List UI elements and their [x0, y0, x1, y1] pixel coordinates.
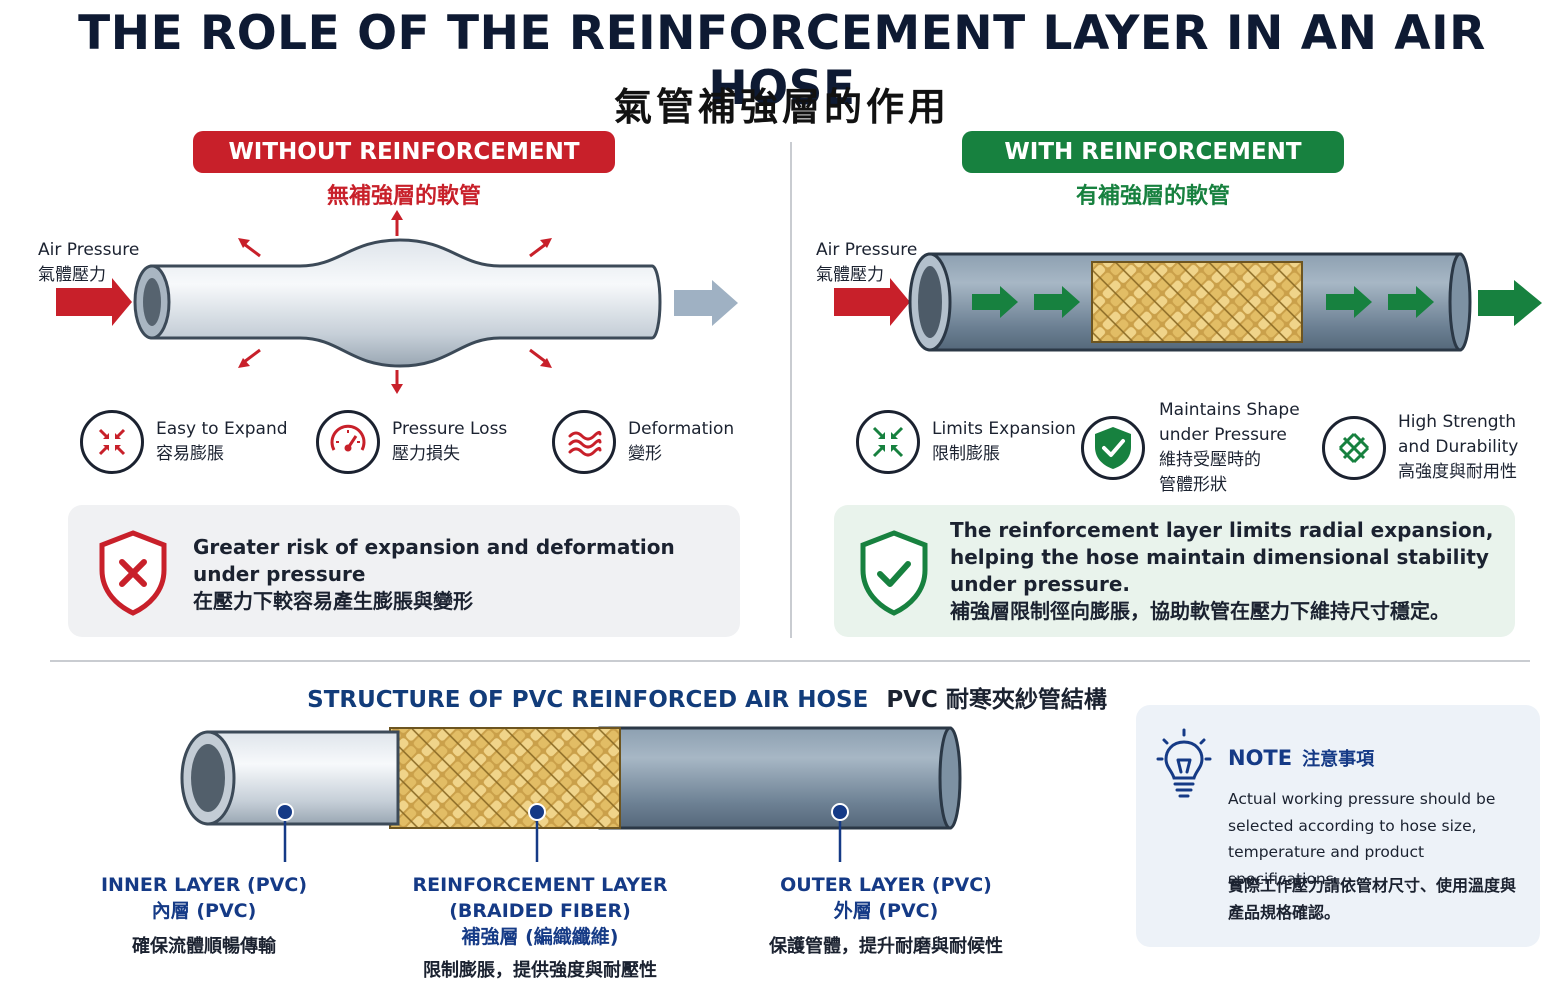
braid-icon [1322, 415, 1386, 480]
output-arrow-green [1478, 280, 1542, 326]
unreinforced-hose-illustration [56, 210, 738, 394]
vertical-divider [790, 142, 792, 638]
shield-checkmark-icon [860, 530, 928, 616]
without-reinforcement-badge: WITHOUT REINFORCEMENT LAYER [193, 131, 615, 207]
expand-arrows-icon [80, 410, 144, 474]
air-pressure-arrow-right [834, 278, 910, 326]
reinforced-hose-illustration [834, 252, 1542, 352]
braid-layer-section [389, 727, 621, 829]
outer-layer-section [598, 726, 952, 830]
with-reinforcement-summary-panel [834, 505, 1515, 637]
with-reinforcement-badge: WITH REINFORCEMENT LAYER [962, 131, 1344, 207]
page-subtitle: 氣管補強層的作用 [613, 85, 950, 129]
output-arrow-grey [674, 280, 738, 326]
feature-maintains-shape: Maintains Shape under Pressure 維持受壓時的 管體… [1081, 398, 1300, 498]
contract-arrows-icon [856, 410, 920, 474]
without-reinforcement-summary-panel [68, 505, 740, 637]
note-body-zh: 實際工作壓力請依管材尺寸、使用溫度與產品規格確認。 [1228, 876, 1517, 922]
without-reinforcement-summary-text: Greater risk of expansion and deformatio… [193, 535, 675, 613]
horizontal-divider [50, 660, 1530, 662]
left-air-pressure-label: Air Pressure 氣體壓力 [38, 240, 140, 285]
inner-layer-section [206, 730, 400, 826]
hose-structure-illustration [180, 726, 962, 862]
note-panel [1136, 705, 1540, 947]
with-reinforcement-badge-zh: 有補強層的軟管 [1075, 184, 1230, 209]
lightbulb-icon [1156, 728, 1212, 798]
outer-layer-label: OUTER LAYER (PVC) 外層 (PVC) 保護管體，提升耐磨與耐候性 [769, 874, 1003, 957]
feature-high-strength: High Strength and Durability 高強度與耐用性 [1322, 410, 1518, 485]
bulging-hose-body [150, 238, 662, 368]
with-reinforcement-summary-text: The reinforcement layer limits radial ex… [950, 518, 1494, 623]
inner-layer-label: INNER LAYER (PVC) 內層 (PVC) 確保流體順暢傳輸 [100, 874, 307, 957]
shield-check-icon [1081, 416, 1145, 480]
reinforcement-layer-label: REINFORCEMENT LAYER (BRAIDED FIBER) 補強層 … [412, 874, 668, 981]
air-pressure-arrow-left [56, 278, 132, 326]
shield-x-icon [99, 530, 167, 616]
note-body: Actual working pressure should be select… [1228, 790, 1496, 888]
wave-icon [552, 410, 616, 474]
page-title: THE ROLE OF THE REINFORCEMENT LAYER IN A… [78, 6, 1486, 116]
without-reinforcement-badge-zh: 無補強層的軟管 [326, 184, 481, 209]
visible-braid-section [1091, 261, 1303, 343]
gauge-icon [316, 410, 380, 474]
right-air-pressure-label: Air Pressure 氣體壓力 [816, 240, 918, 285]
